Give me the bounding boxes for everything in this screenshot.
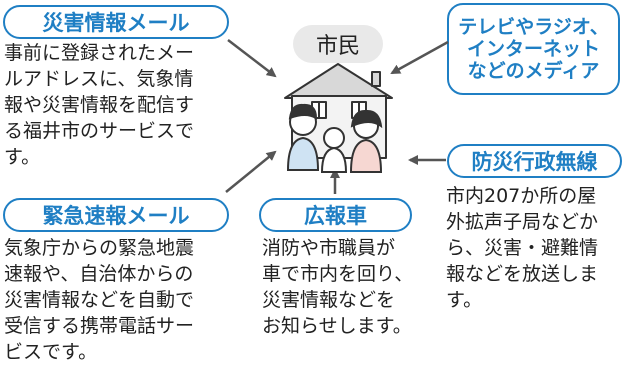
pr-vehicle-title: 広報車 xyxy=(259,198,412,232)
child-figure xyxy=(320,127,348,173)
emergency-mail-description: 気象庁からの緊急地震 速報や、自治体からの 災害情報などを自動で 受信する携帯電… xyxy=(4,237,195,363)
disaster-mail-description: 事前に登録されたメー ルアドレスに、気象情 報や災害情報を配信す る福井市のサー… xyxy=(4,42,195,168)
disaster-mail-title: 災害情報メール xyxy=(3,5,229,39)
citizen-label: 市民 xyxy=(293,25,383,63)
pr-vehicle-description: 消防や市職員が 車で市内を回り、 災害情報などを お知らせします。 xyxy=(262,237,414,337)
arrow-from-disaster-mail xyxy=(227,39,277,78)
radio-description: 市内207か所の屋 外拡声子局などか ら、災害・避難情 報などを放送しま す。 xyxy=(446,185,599,311)
emergency-mail-title: 緊急速報メール xyxy=(3,198,229,232)
mother-figure xyxy=(349,109,383,173)
media-title: テレビやラジオ、 インターネット などのメディア xyxy=(447,3,620,95)
arrow-from-media xyxy=(390,40,449,75)
radio-title: 防災行政無線 xyxy=(447,144,622,178)
arrow-from-emergency-mail xyxy=(225,150,277,193)
father-figure xyxy=(286,103,320,171)
